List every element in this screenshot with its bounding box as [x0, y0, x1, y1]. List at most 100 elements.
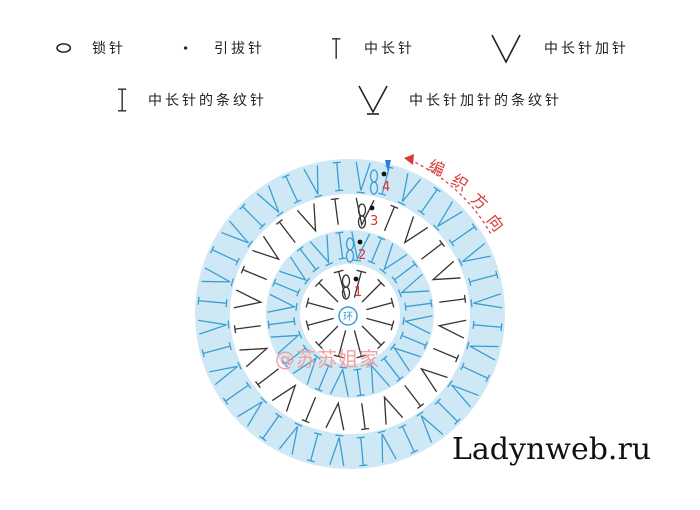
round-markers: 1 2 3 4	[341, 169, 390, 300]
stitch-round-4	[201, 342, 232, 358]
stitch-round-2	[351, 231, 371, 262]
stitch-round-4	[239, 203, 266, 230]
stitch-round-2	[279, 256, 311, 285]
stitch-round-2	[404, 299, 433, 311]
stitch-round-1	[314, 278, 339, 303]
slip-stitch-icon	[381, 171, 387, 177]
magic-ring-icon	[338, 306, 358, 326]
stitch-round-1	[305, 297, 334, 311]
stitch-round-3	[431, 260, 461, 281]
direction-char-2: 织	[448, 170, 472, 195]
stitch-round-2	[296, 245, 320, 273]
stitch-round-3	[255, 368, 279, 389]
stitch-round-3	[421, 239, 445, 260]
stitch-round-2	[380, 355, 404, 383]
stitch-round-3	[419, 367, 448, 393]
round-start-marker: 1	[341, 274, 362, 300]
stitch-round-4	[356, 436, 368, 467]
stitch-round-4	[377, 430, 397, 463]
chain-stitch-icon	[357, 215, 367, 229]
legend-slip-stitch: 引拔针	[180, 30, 265, 66]
stitch-round-4	[209, 361, 242, 386]
stitch-round-3	[301, 396, 317, 424]
slip-stitch-icon	[357, 239, 363, 245]
legend-hdc-increase-ribbed: 中长针加针的条纹针	[355, 82, 562, 118]
legend-label-hdc-increase: 中长针加针	[544, 41, 629, 57]
stitch-round-4	[329, 434, 345, 467]
stitch-round-4	[416, 411, 444, 443]
legend-hdc-ribbed: 中长针的条纹针	[108, 82, 267, 118]
stitch-round-4	[458, 242, 491, 267]
stitch-round-4	[237, 396, 268, 427]
stitch-round-2	[314, 363, 333, 392]
legend-label-hdc: 中长针	[364, 41, 415, 57]
stitch-round-1	[361, 325, 386, 350]
stitch-round-1	[353, 330, 367, 359]
stitch-round-3	[404, 385, 425, 409]
slip-stitch-icon	[353, 276, 359, 282]
watermark-text: @苏苏姐家	[275, 347, 380, 371]
round-number-label: 3	[370, 214, 378, 229]
stitch-round-3	[439, 294, 467, 303]
round-number-label: 4	[382, 180, 390, 195]
legend-label-chain: 锁针	[92, 41, 126, 57]
hdc-increase-ribbed-icon	[358, 85, 388, 115]
direction-char-1: 编	[426, 156, 448, 180]
stitch-round-4	[332, 161, 344, 192]
stitch-round-4	[281, 173, 302, 204]
stitch-round-1	[353, 269, 367, 298]
stitch-round-4	[472, 320, 503, 332]
chain-stitch-icon	[56, 43, 72, 53]
stitch-round-4	[201, 267, 234, 287]
legend-label-hdc-ribbed: 中长针的条纹针	[148, 93, 267, 109]
stitch-round-4	[470, 293, 503, 309]
stitch-round-3	[361, 403, 370, 431]
stitch-round-3	[383, 204, 399, 232]
stitch-round-4	[259, 412, 283, 442]
stitch-round-2	[399, 331, 428, 350]
stitch-round-3	[233, 289, 263, 309]
legend-label-slip: 引拔针	[214, 41, 265, 57]
stitch-round-3	[325, 401, 345, 431]
stitch-round-3	[233, 325, 261, 334]
stitch-round-4	[209, 245, 240, 266]
slip-stitch-icon	[369, 205, 375, 211]
direction-arrow	[409, 159, 493, 237]
legend-label-hdc-increase-ribbed: 中长针加针的条纹针	[409, 93, 562, 109]
stitch-round-4	[278, 422, 303, 455]
stitch-round-4	[221, 220, 253, 248]
stitch-round-4	[397, 173, 422, 206]
round-start-marker: 3	[357, 203, 378, 229]
stitch-symbols	[197, 161, 503, 467]
stitch-round-2	[389, 343, 421, 372]
stitch-round-4	[432, 201, 463, 232]
direction-char-3: 方	[467, 189, 492, 214]
site-label: Ladynweb.ru	[452, 432, 652, 467]
stitch-round-3	[240, 265, 268, 281]
stitch-round-3	[330, 197, 339, 225]
legend-hdc: 中长针	[322, 30, 415, 66]
stitch-round-4	[197, 319, 230, 335]
stitch-round-2	[335, 231, 347, 260]
chain-stitch-icon	[369, 181, 379, 195]
stitch-round-1	[333, 330, 347, 359]
stitch-round-2	[267, 293, 298, 313]
stitch-round-4	[448, 223, 478, 247]
center-ring-label: 环	[343, 312, 353, 323]
round-number-label: 2	[358, 248, 366, 263]
stitch-round-3	[239, 347, 269, 368]
hdc-increase-icon	[491, 34, 521, 64]
stitch-round-2	[391, 260, 419, 284]
legend-chain-stitch: 锁针	[52, 30, 126, 66]
stitch-round-3	[275, 219, 296, 243]
stitch-round-2	[366, 361, 391, 394]
stitch-round-2	[397, 273, 430, 298]
stitch-round-1	[366, 317, 395, 331]
stitch-round-4	[222, 381, 252, 405]
slip-stitch-icon	[183, 46, 188, 50]
stitch-round-4	[398, 424, 419, 455]
half-double-crochet-icon	[332, 38, 341, 59]
stitch-round-2	[402, 315, 433, 335]
stitch-round-2	[270, 330, 303, 355]
stitch-round-4	[417, 186, 441, 216]
